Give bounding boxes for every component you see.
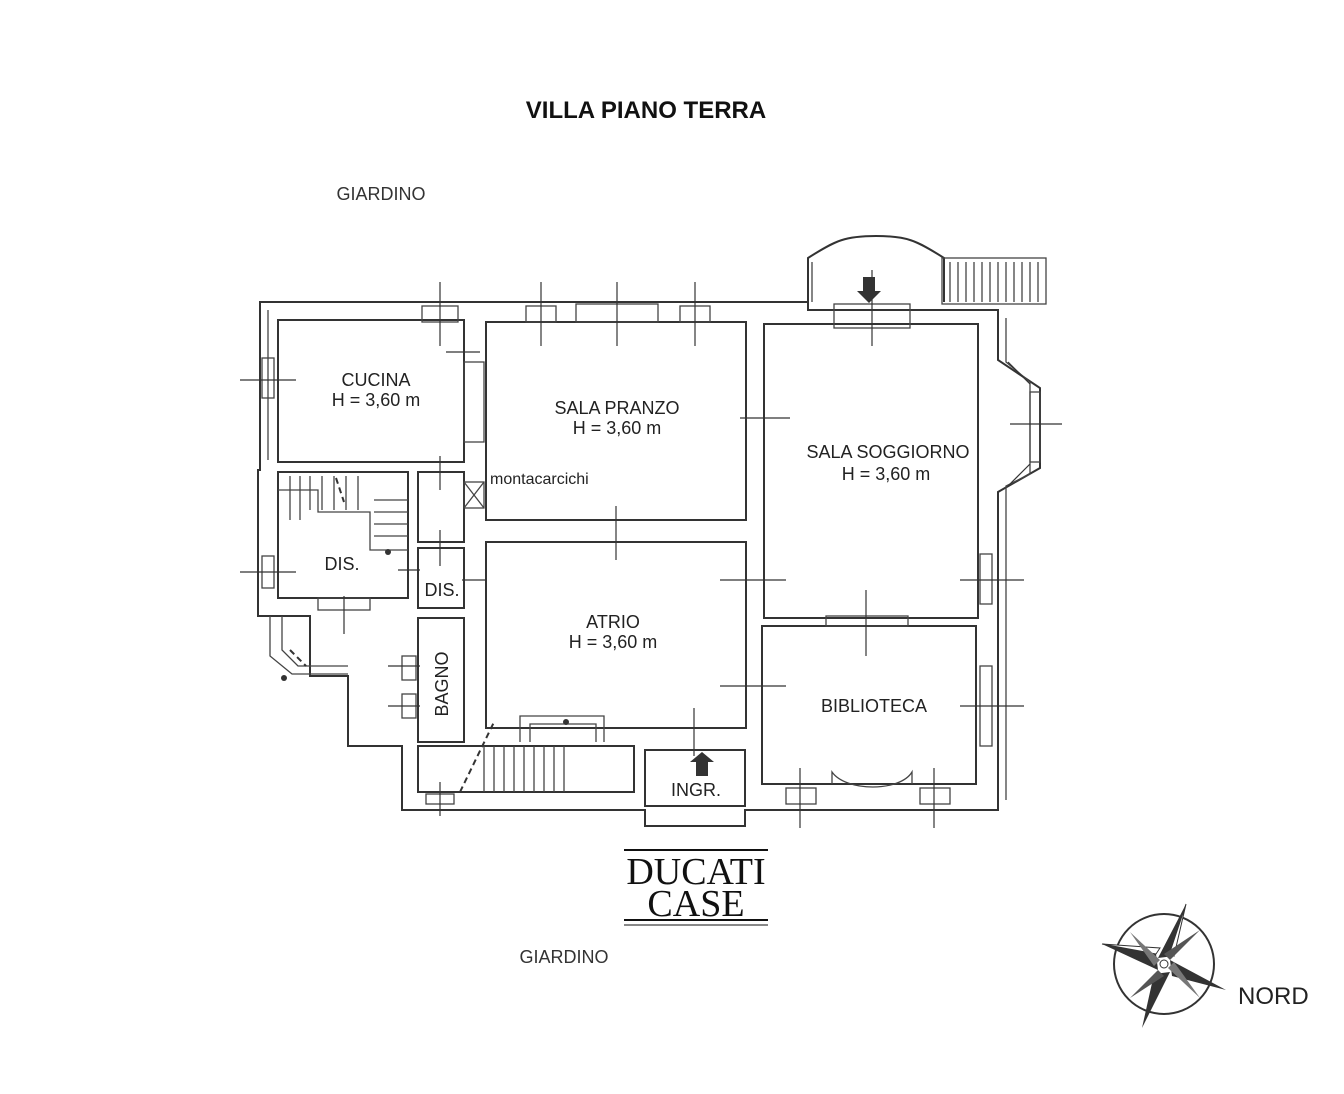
ingresso-name: INGR. — [671, 780, 721, 800]
atrio-name: ATRIO — [586, 612, 640, 632]
bagno-outline — [417, 617, 465, 743]
dis-left-outline — [277, 471, 409, 599]
bagno-name: BAGNO — [432, 651, 452, 716]
lift-shaft-outline — [417, 471, 465, 543]
sala-pranzo-name: SALA PRANZO — [554, 398, 679, 418]
logo-line-2: CASE — [647, 883, 744, 925]
dis-center-name: DIS. — [424, 580, 459, 600]
garden-label-top: GIARDINO — [336, 184, 425, 204]
plan-title: VILLA PIANO TERRA — [526, 97, 766, 124]
axis-marks — [240, 270, 1062, 828]
openings — [261, 277, 1041, 805]
dis-left-name: DIS. — [324, 554, 359, 574]
compass-label: NORD — [1238, 983, 1309, 1010]
garden-label-bottom: GIARDINO — [519, 947, 608, 967]
cucina-name: CUCINA — [341, 370, 410, 390]
sala-soggiorno-height: H = 3,60 m — [842, 464, 931, 484]
montacarichi-label: montacarcichi — [490, 471, 589, 488]
biblioteca-name: BIBLIOTECA — [821, 696, 927, 716]
sala-soggiorno-name: SALA SOGGIORNO — [806, 442, 969, 462]
ducati-case-logo: DUCATI CASE — [624, 849, 768, 926]
montacarichi-box — [463, 481, 485, 509]
stairs-bottom — [417, 715, 635, 793]
dis-center-outline — [417, 547, 465, 609]
sala-soggiorno-outline — [763, 323, 979, 619]
logo-line-1: DUCATI — [626, 851, 765, 893]
sala-pranzo-height: H = 3,60 m — [573, 418, 662, 438]
compass-rose — [1101, 903, 1226, 1028]
atrio-height: H = 3,60 m — [569, 632, 658, 652]
cucina-height: H = 3,60 m — [332, 390, 421, 410]
exterior-path-left — [269, 616, 348, 681]
exterior-stairs-right — [941, 257, 1047, 305]
top-porch — [807, 234, 945, 302]
internal-stairs-left — [278, 476, 408, 555]
entrance-porch — [644, 749, 746, 807]
room-labels: CUCINA H = 3,60 m SALA PRANZO H = 3,60 m… — [324, 370, 969, 800]
